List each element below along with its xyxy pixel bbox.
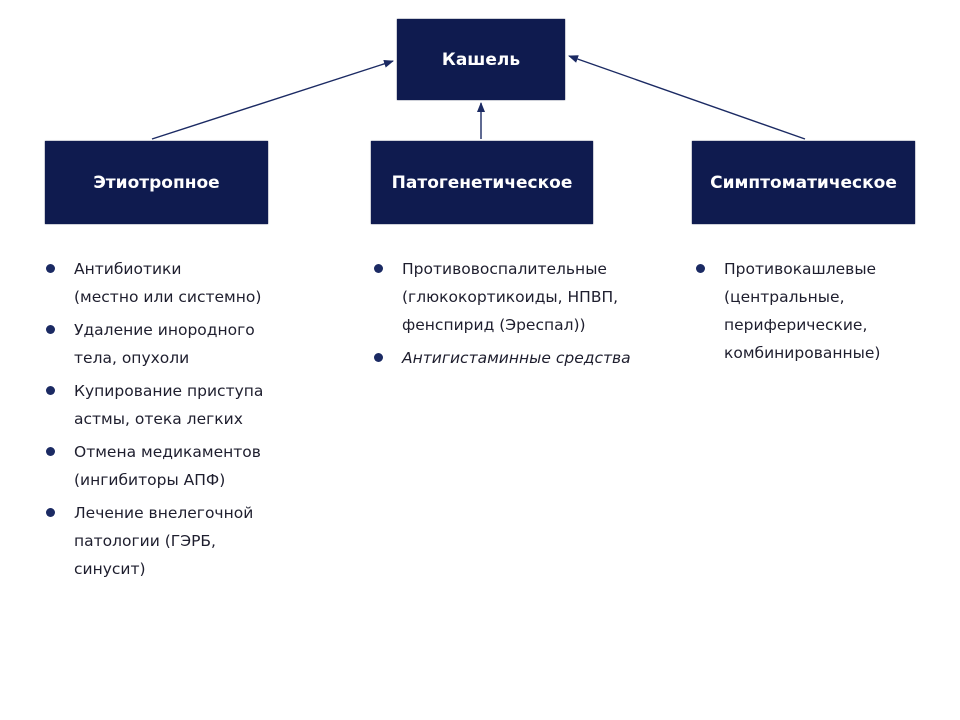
list-item-text: Антибиотики (местно или системно) — [74, 260, 262, 306]
list-item: Лечение внелегочной патологии (ГЭРБ, син… — [44, 499, 294, 583]
branch-node-etiotropic: Этиотропное — [45, 141, 268, 224]
branch-node-label: Симптоматическое — [710, 172, 897, 193]
bullet-icon — [46, 386, 55, 395]
list-item: Противовоспалительные (глюкокортикоиды, … — [372, 255, 662, 339]
list-item-text: Антигистаминные средства — [402, 349, 631, 367]
bullet-icon — [46, 447, 55, 456]
list-item-text: Удаление инородного тела, опухоли — [74, 321, 255, 367]
list-item: Купирование приступа астмы, отека легких — [44, 377, 294, 433]
pathogenetic-list: Противовоспалительные (глюкокортикоиды, … — [372, 255, 662, 377]
branch-node-label: Патогенетическое — [391, 172, 573, 193]
list-item-text: Лечение внелегочной патологии (ГЭРБ, син… — [74, 504, 254, 578]
etiotropic-list: Антибиотики (местно или системно) Удален… — [44, 255, 294, 588]
list-item-text: Отмена медикаментов (ингибиторы АПФ) — [74, 443, 261, 489]
bullet-icon — [374, 264, 383, 273]
list-item: Антибиотики (местно или системно) — [44, 255, 294, 311]
list-item: Антигистаминные средства — [372, 344, 662, 372]
bullet-icon — [46, 508, 55, 517]
root-node-label: Кашель — [441, 49, 521, 70]
branch-node-symptomatic: Симптоматическое — [692, 141, 915, 224]
symptomatic-list: Противокашлевые (центральные, перифериче… — [694, 255, 934, 372]
bullet-icon — [374, 353, 383, 362]
list-item: Противокашлевые (центральные, перифериче… — [694, 255, 934, 367]
arrow-symp-to-root — [568, 55, 806, 140]
branch-node-pathogenetic: Патогенетическое — [371, 141, 593, 224]
list-item: Удаление инородного тела, опухоли — [44, 316, 294, 372]
root-node-cough: Кашель — [397, 19, 565, 100]
arrow-etio-to-root — [151, 59, 394, 140]
bullet-icon — [46, 325, 55, 334]
list-item: Отмена медикаментов (ингибиторы АПФ) — [44, 438, 294, 494]
list-item-text: Купирование приступа астмы, отека легких — [74, 382, 264, 428]
list-item-text: Противовоспалительные (глюкокортикоиды, … — [402, 260, 619, 334]
branch-node-label: Этиотропное — [93, 172, 220, 193]
bullet-icon — [696, 264, 705, 273]
bullet-icon — [46, 264, 55, 273]
list-item-text: Противокашлевые (центральные, перифериче… — [724, 260, 881, 362]
